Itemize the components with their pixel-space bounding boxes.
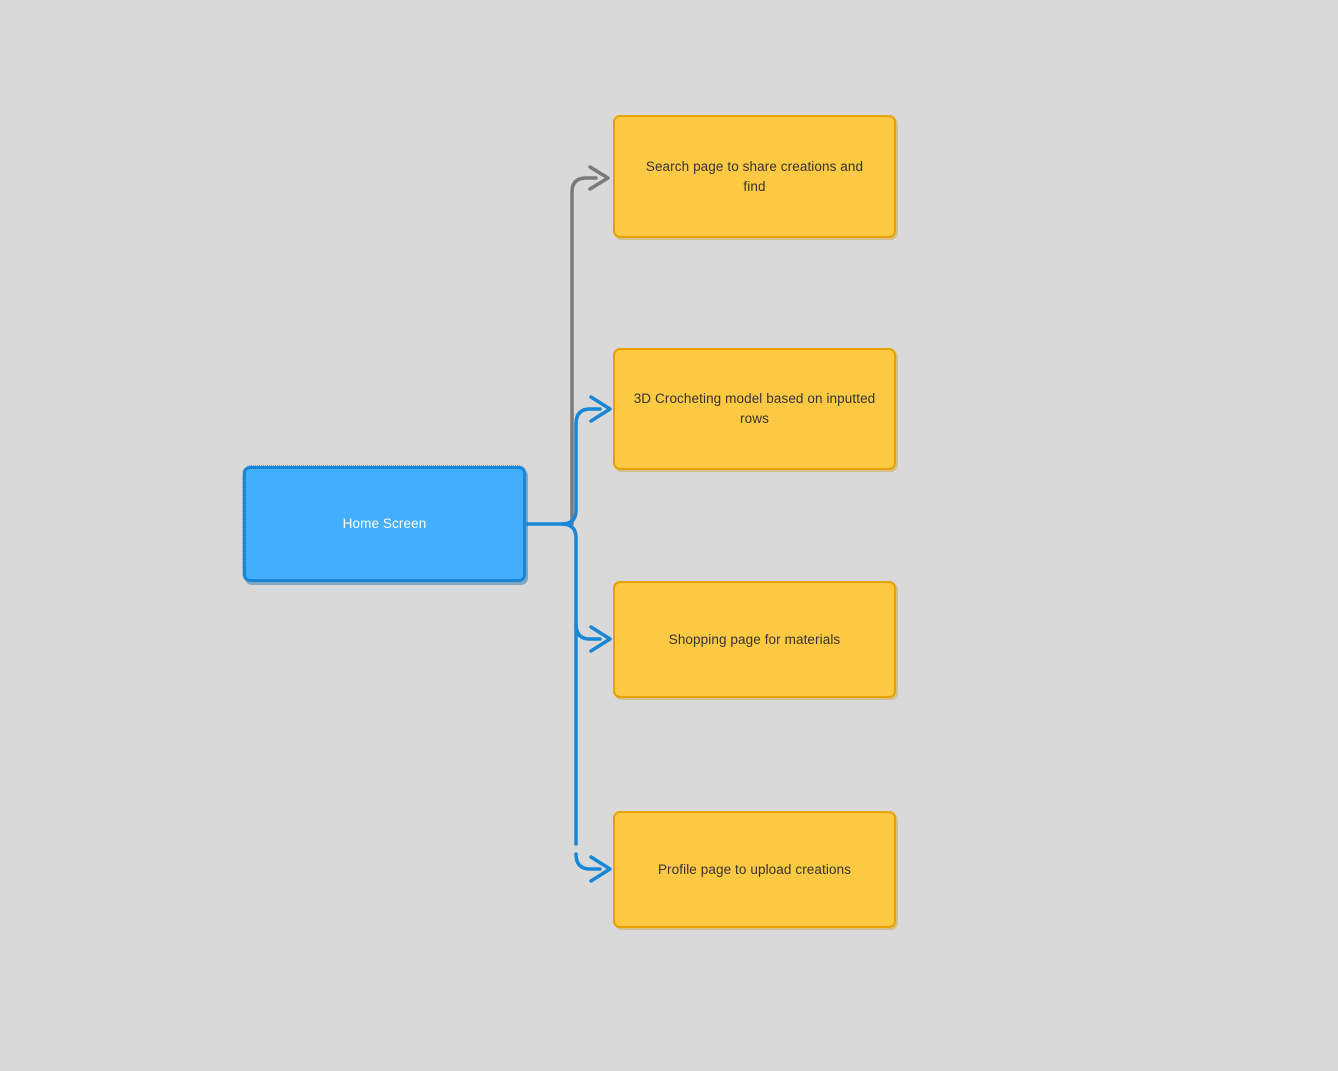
node-profile-page[interactable]: Profile page to upload creations [613,811,896,928]
edge-home-to-crochet [574,395,612,426]
edge-home-to-shopping [574,622,612,653]
edge-home-to-search [570,165,610,526]
node-crochet-model[interactable]: 3D Crocheting model based on inputted ro… [613,348,896,470]
node-label: Home Screen [342,516,427,531]
node-label: 3D Crocheting model based on inputted ro… [633,391,876,426]
node-label: Search page to share creations and find [645,158,864,194]
node-label: Shopping page for materials [668,631,841,647]
node-home-screen[interactable]: Home Screen [242,465,527,583]
node-search-page[interactable]: Search page to share creations and find [613,115,896,238]
node-label: Profile page to upload creations [657,861,852,877]
edge-home-to-profile [574,852,612,883]
edge-trunk-blue [524,422,578,846]
node-shopping-page[interactable]: Shopping page for materials [613,581,896,698]
